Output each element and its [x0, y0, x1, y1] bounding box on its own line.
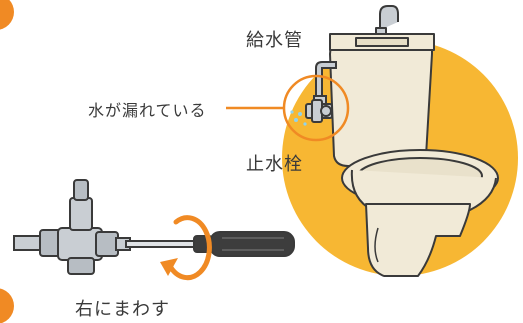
- label-turn-right: 右にまわす: [75, 299, 170, 320]
- toilet: [329, 5, 499, 277]
- clockwise-arrow-icon: [167, 215, 212, 281]
- stop-valve: [305, 99, 333, 123]
- edge-marker-bottom: [0, 288, 14, 323]
- label-supply-pipe: 給水管: [246, 30, 303, 51]
- label-leak: 水が漏れている: [88, 101, 207, 120]
- edge-marker-top: [0, 0, 14, 30]
- water-drop-icon: [290, 110, 307, 126]
- valve-closeup: [13, 179, 131, 275]
- label-stop-valve: 止水栓: [246, 154, 303, 175]
- screwdriver: [125, 231, 295, 257]
- arrow-head: [160, 258, 178, 276]
